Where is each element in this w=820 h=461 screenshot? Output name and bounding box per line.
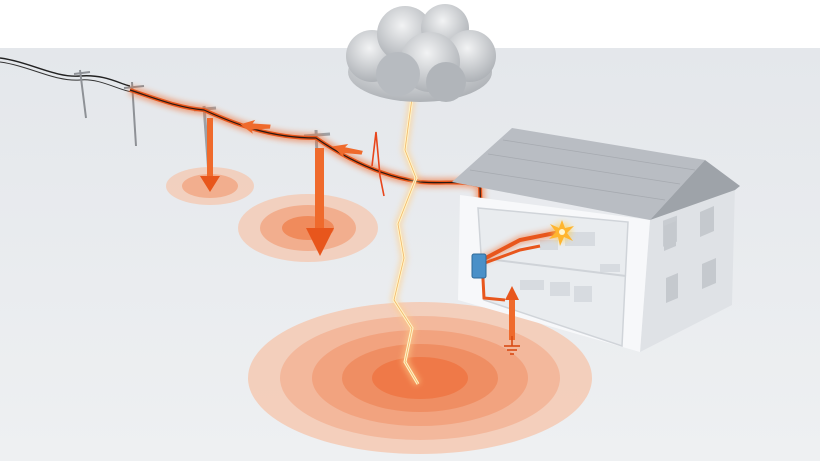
house-roof (452, 128, 705, 220)
voltage-spike-icon (371, 131, 385, 197)
surge-flow-arrows (240, 119, 363, 158)
house-icon (452, 128, 740, 352)
surge-down-arrow-2 (306, 148, 334, 256)
surge-down-arrow-1 (200, 118, 220, 192)
surge-protector-icon (471, 253, 487, 279)
storm-cloud-icon (346, 4, 496, 102)
ground-symbol-icon (504, 336, 520, 355)
spark-icon (549, 220, 574, 246)
lightning-bolt-icon (390, 97, 422, 386)
surge-power-line (128, 85, 487, 261)
impact-ripple-large (248, 302, 592, 454)
surge-up-arrow (505, 286, 519, 340)
